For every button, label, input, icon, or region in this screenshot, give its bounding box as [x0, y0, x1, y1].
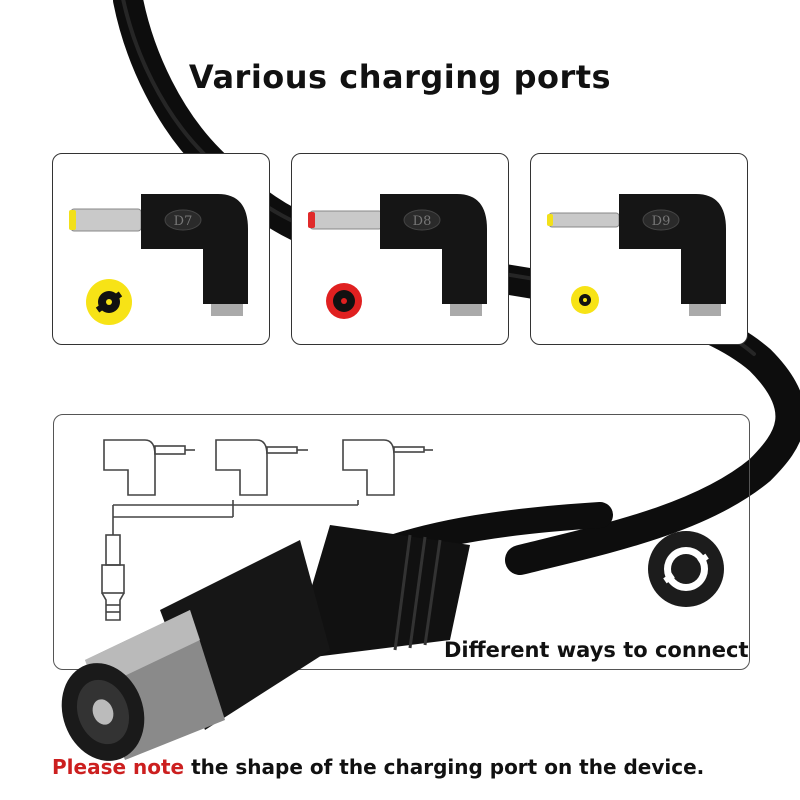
outline-adapter-3	[342, 439, 433, 496]
round-port-icon	[648, 531, 724, 607]
port-shape-note: Please note the shape of the charging po…	[52, 755, 704, 779]
adapter-label-d8: D8	[413, 214, 432, 229]
adapter-d9-illustration: D9	[547, 194, 726, 316]
pin-tip	[69, 210, 76, 230]
outline-adapter-2	[215, 439, 308, 496]
adapter-label-d7: D7	[174, 214, 193, 229]
outline-plug	[101, 534, 125, 621]
adapter-d8-illustration: D8	[308, 194, 487, 319]
outline-adapter-1	[103, 439, 195, 496]
port-card-d7: D7	[52, 153, 270, 345]
note-text: the shape of the charging port on the de…	[184, 755, 705, 779]
pin-tip	[547, 214, 553, 226]
barrel-plug-illustration	[61, 502, 613, 761]
note-highlight: Please note	[52, 755, 185, 779]
port-card-d8: D8	[291, 153, 509, 345]
connection-panel	[53, 414, 750, 670]
adapter-d7-illustration: D7	[69, 194, 248, 325]
connect-caption: Different ways to connect	[444, 638, 749, 662]
page-title: Various charging ports	[188, 58, 612, 96]
port-card-d9: D9	[530, 153, 748, 345]
pin-tip	[308, 212, 315, 228]
adapter-label-d9: D9	[652, 214, 671, 229]
bracket-lines	[112, 500, 359, 535]
